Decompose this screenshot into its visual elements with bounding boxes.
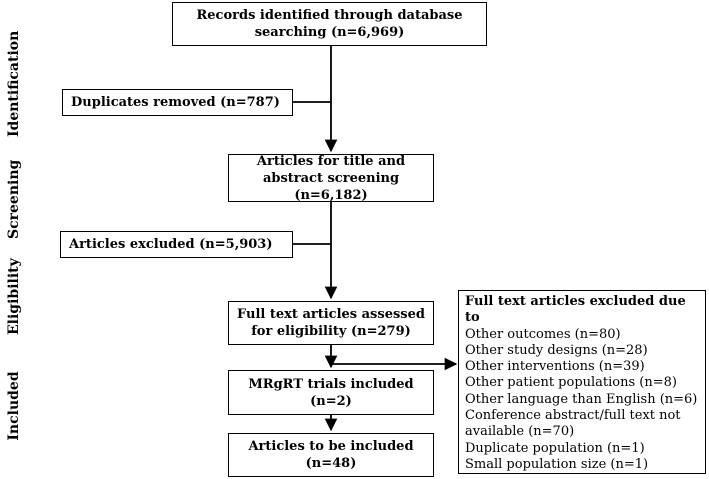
exclusion-item: Other study designs (n=28)	[465, 342, 648, 358]
stage-identification: Identification	[6, 30, 22, 137]
exclusion-item: Other patient populations (n=8)	[465, 375, 677, 391]
exclusion-item: available (n=70)	[465, 424, 575, 440]
exclusion-item: Duplicate population (n=1)	[465, 440, 645, 456]
exclusions-title: Full text articles excluded due to	[465, 294, 686, 326]
duplicates-removed-box: Duplicates removed (n=787)	[62, 89, 293, 116]
full-text-exclusions-box: Full text articles excluded due to Other…	[458, 290, 706, 474]
exclusion-item: Small population size (n=1)	[465, 456, 649, 472]
exclusion-item: Other outcomes (n=80)	[465, 326, 621, 342]
mrgrt-trials-box: MRgRT trials included (n=2)	[228, 370, 434, 415]
full-text-assessed-box: Full text articles assessed for eligibil…	[228, 301, 434, 345]
exclusion-item: Conference abstract/full text not	[465, 408, 681, 424]
stage-eligibility: Eligibility	[6, 258, 22, 335]
records-identified-box: Records identified through database sear…	[172, 2, 487, 46]
articles-included-box: Articles to be included (n=48)	[228, 433, 434, 477]
exclusion-item: Other language than English (n=6)	[465, 391, 698, 407]
stage-included: Included	[6, 371, 22, 441]
articles-excluded-box: Articles excluded (n=5,903)	[60, 231, 293, 258]
articles-screening-box: Articles for title and abstract screenin…	[228, 154, 434, 203]
stage-screening: Screening	[6, 159, 22, 239]
exclusion-item: Other interventions (n=39)	[465, 359, 645, 375]
